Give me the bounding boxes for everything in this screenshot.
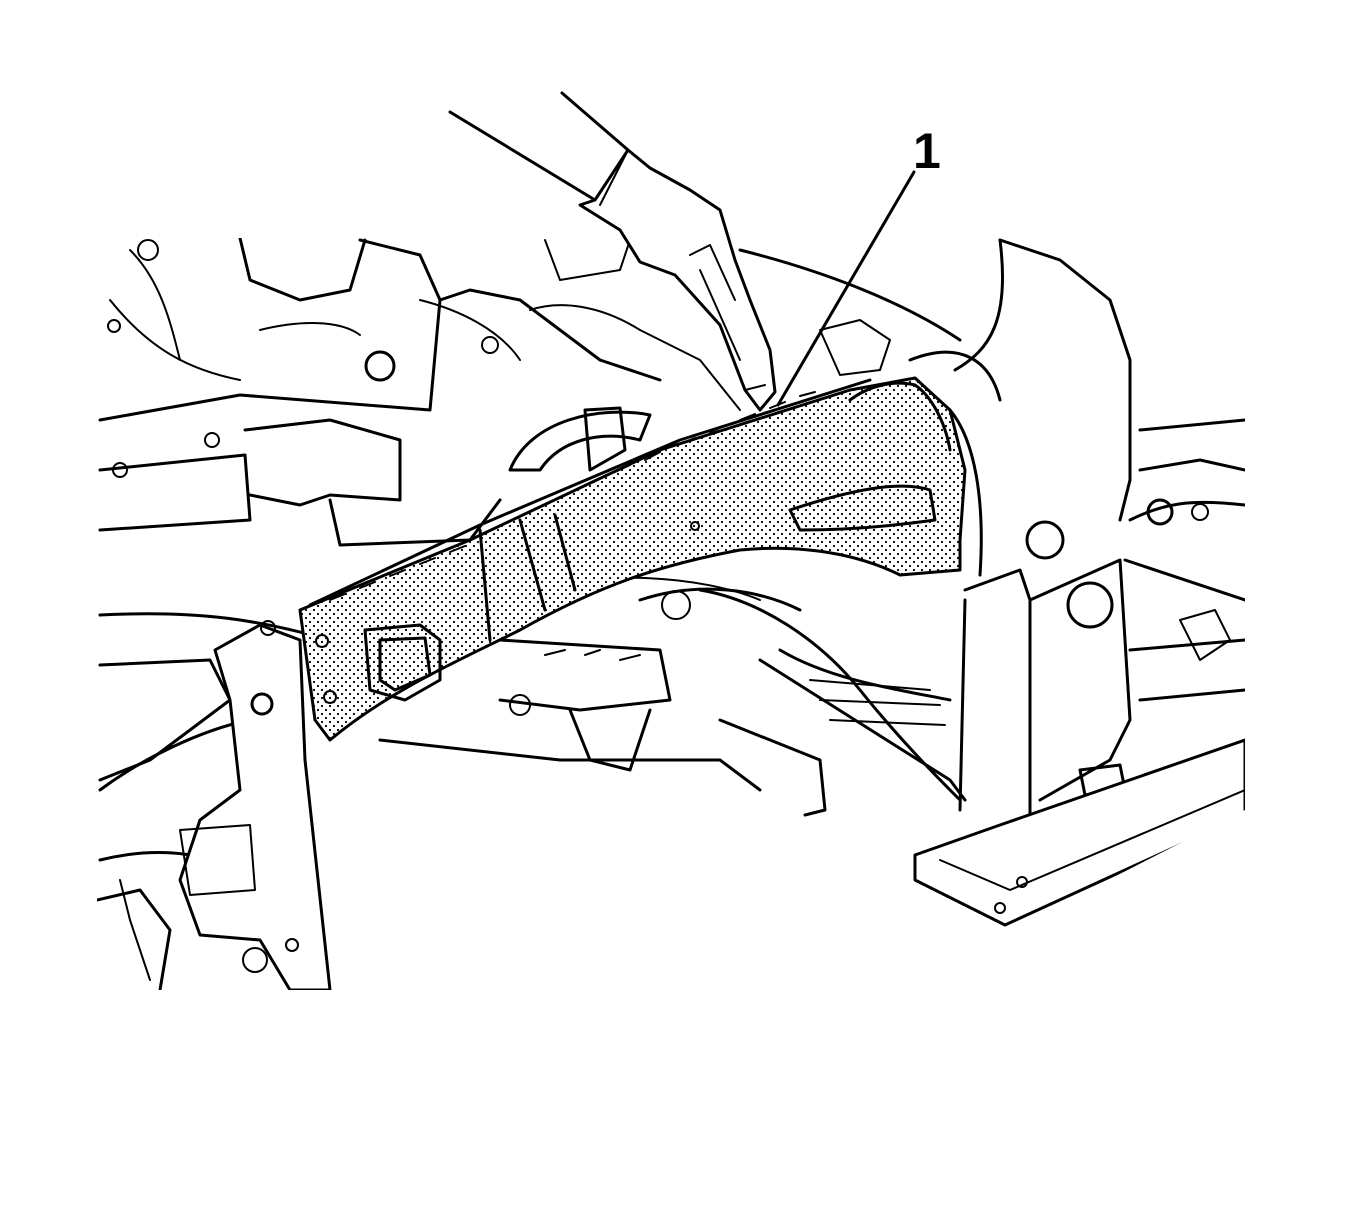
callout-1: 1 <box>776 123 941 407</box>
body-structure <box>97 238 1245 990</box>
frame-rail-shaded <box>298 376 967 742</box>
highlighted-frame-rail <box>298 350 1002 742</box>
callout-1-label: 1 <box>913 123 941 179</box>
gloved-hand-icon <box>448 91 777 412</box>
